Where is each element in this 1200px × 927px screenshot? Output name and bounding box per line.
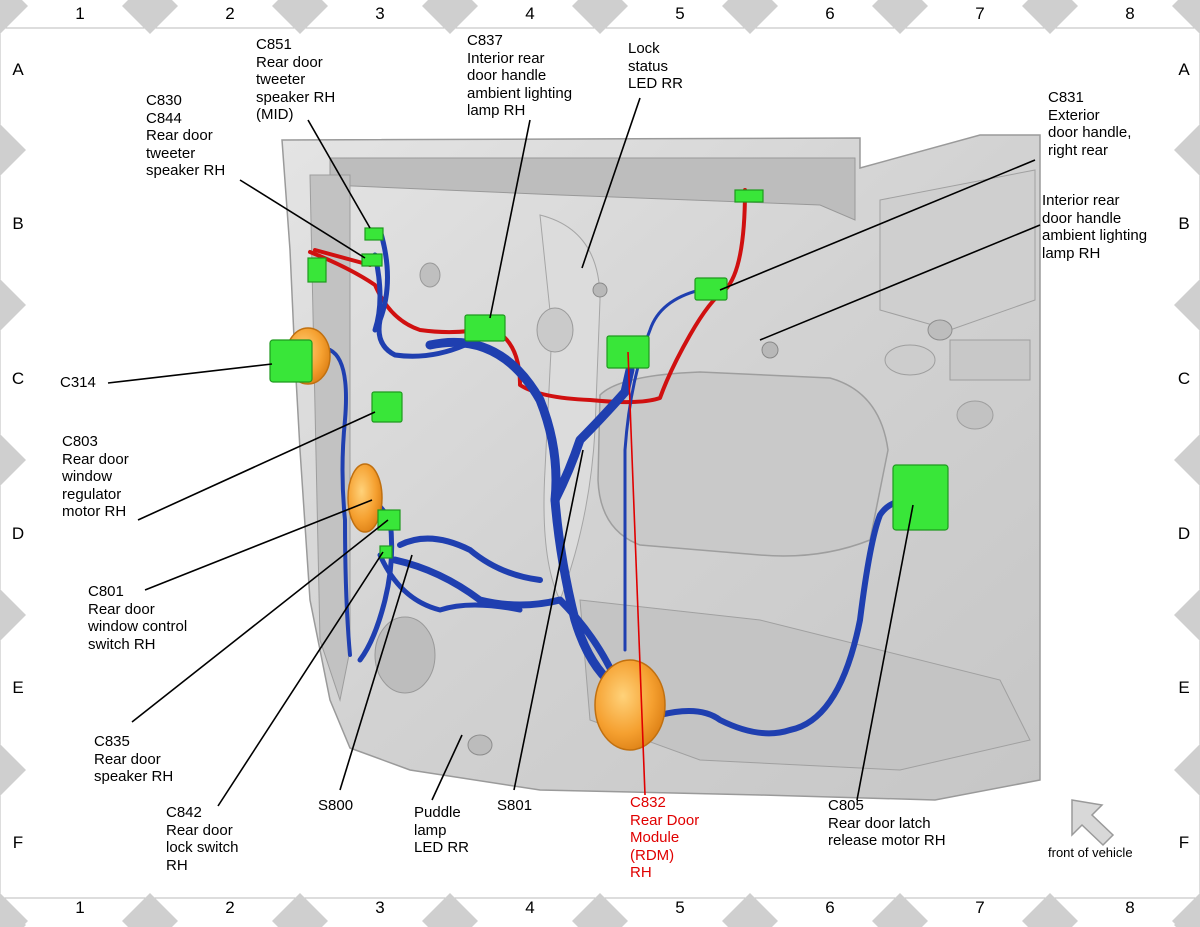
border-marker — [722, 0, 778, 34]
border-marker — [872, 0, 928, 34]
label-c837: C837 Interior rear door handle ambient l… — [467, 32, 573, 119]
border-marker — [272, 893, 328, 927]
grid-row-right-b: B — [1178, 214, 1190, 233]
grid-row-right-d: D — [1177, 524, 1191, 543]
connector-c830 — [361, 253, 383, 267]
label-c835: C835 Rear door speaker RH — [94, 733, 174, 785]
connector-c835 — [379, 545, 393, 559]
border-marker — [272, 0, 328, 34]
leader-line-c832 — [627, 351, 646, 796]
border-marker — [1174, 124, 1200, 176]
grid-col-bottom-6: 6 — [825, 898, 835, 917]
label-c314: C314 — [60, 374, 96, 391]
label-s800: S800 — [318, 797, 354, 814]
grid-col-top-7: 7 — [975, 4, 985, 23]
border-marker — [872, 893, 928, 927]
border-marker — [0, 899, 26, 927]
border-marker — [1174, 434, 1200, 486]
grid-row-left-f: F — [12, 833, 24, 852]
label-c831: C831 Exterior door handle, right rear — [1048, 89, 1132, 159]
border-marker — [0, 0, 28, 34]
grid-row-right-e: E — [1178, 678, 1190, 697]
connector-handle — [734, 189, 764, 203]
grid-row-left-a: A — [12, 60, 24, 79]
label-c842: C842 Rear door lock switch RH — [166, 804, 239, 874]
grommet-rdm — [594, 659, 666, 751]
border-marker — [1022, 0, 1078, 34]
border-marker — [422, 0, 478, 34]
connectors — [269, 189, 949, 559]
border-marker — [572, 0, 628, 34]
label-c830-c844: C830 C844 Rear door tweeter speaker RH — [146, 92, 226, 179]
grid-col-top-1: 1 — [75, 4, 85, 23]
grid-col-top-2: 2 — [225, 4, 235, 23]
grid-col-bottom-8: 8 — [1125, 898, 1135, 917]
label-c803: C803 Rear door window regulator motor RH — [62, 433, 129, 520]
grid-col-top-4: 4 — [525, 4, 535, 23]
label-front-of-vehicle: front of vehicle — [1048, 845, 1133, 860]
label-lock-status: Lock status LED RR — [628, 40, 684, 92]
grid-col-bottom-2: 2 — [225, 898, 235, 917]
border-marker — [0, 434, 26, 486]
border-marker — [1172, 0, 1200, 34]
door-panel — [281, 134, 1041, 801]
grid-col-bottom-4: 4 — [525, 898, 535, 917]
border-marker — [1174, 899, 1200, 927]
grid-row-right-c: C — [1177, 369, 1191, 388]
border-marker — [0, 279, 26, 331]
border-marker — [122, 0, 178, 34]
grid-col-top-6: 6 — [825, 4, 835, 23]
label-c851: C851 Rear door tweeter speaker RH (MID) — [256, 36, 336, 123]
border-marker — [1022, 893, 1078, 927]
connector-c851 — [364, 227, 384, 241]
grid-row-left-c: C — [11, 369, 25, 388]
border-marker — [0, 589, 26, 641]
connector-c805 — [892, 464, 949, 531]
label-interior-handle: Interior rear door handle ambient lighti… — [1042, 192, 1148, 262]
grid-col-bottom-5: 5 — [675, 898, 685, 917]
grid-col-bottom-3: 3 — [375, 898, 385, 917]
connector-c837 — [464, 314, 506, 342]
grommet-mid — [347, 463, 383, 533]
label-puddle-lamp: Puddle lamp LED RR — [414, 804, 470, 856]
grid-row-left-e: E — [12, 678, 24, 697]
label-c805: C805 Rear door latch release motor RH — [828, 797, 946, 849]
grid-row-left-d: D — [11, 524, 25, 543]
label-c832: C832 Rear Door Module (RDM) RH — [630, 794, 700, 881]
grid-col-top-8: 8 — [1125, 4, 1135, 23]
grid-col-bottom-1: 1 — [75, 898, 85, 917]
connector-c831 — [694, 277, 728, 301]
border-marker — [0, 744, 26, 796]
grid-row-left-b: B — [12, 214, 24, 233]
border-marker — [572, 893, 628, 927]
label-c801: C801 Rear door window control switch RH — [88, 583, 188, 653]
connector-small-b — [307, 257, 327, 283]
grid-col-top-5: 5 — [675, 4, 685, 23]
border-marker — [122, 893, 178, 927]
grid-col-top-3: 3 — [375, 4, 385, 23]
leader-lines — [107, 97, 1041, 807]
connector-c803 — [371, 391, 403, 423]
border-marker — [722, 893, 778, 927]
border-marker — [1174, 279, 1200, 331]
label-s801: S801 — [497, 797, 533, 814]
connector-c314 — [269, 339, 313, 383]
front-of-vehicle-arrow-icon — [1071, 799, 1115, 847]
connector-c801 — [377, 509, 401, 531]
border-marker — [0, 124, 26, 176]
border-marker — [1174, 589, 1200, 641]
grid-row-right-f: F — [1178, 833, 1190, 852]
grid-col-bottom-7: 7 — [975, 898, 985, 917]
grid-row-right-a: A — [1178, 60, 1190, 79]
border-marker — [422, 893, 478, 927]
border-marker — [1174, 744, 1200, 796]
